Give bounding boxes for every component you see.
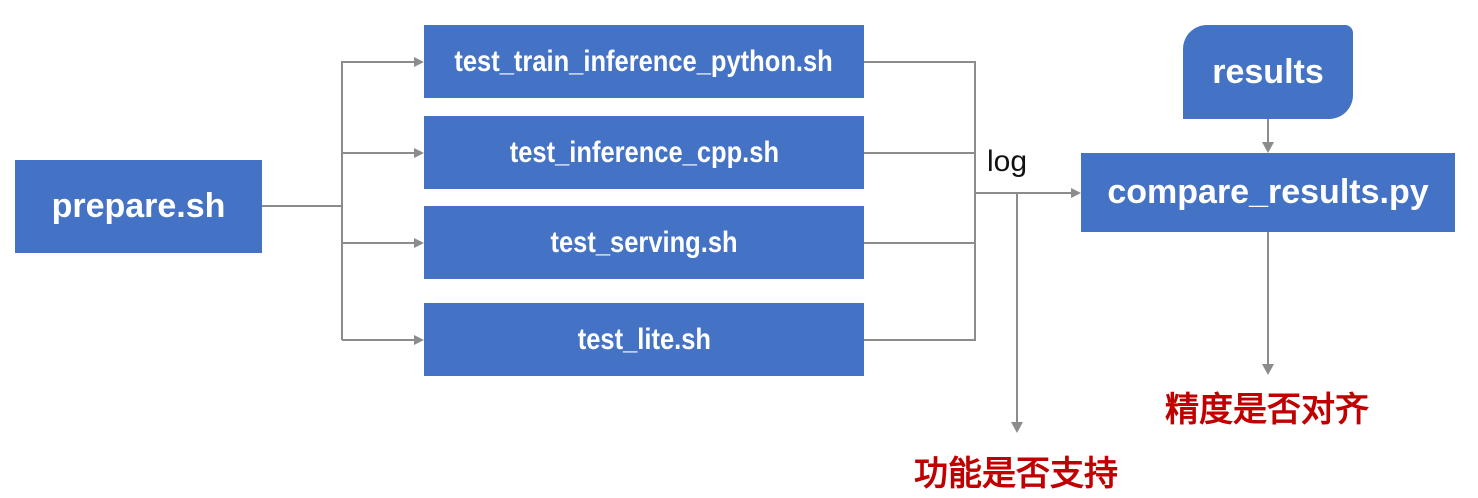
edge-label-log: log <box>987 145 1028 178</box>
node-test-lite-label: test_lite.sh <box>577 322 711 356</box>
arrowhead-down-icon <box>1011 422 1023 433</box>
connector-compare-to-precision <box>1267 232 1269 365</box>
arrowhead-right-icon <box>414 238 424 248</box>
connector-bus-right <box>974 61 976 341</box>
connector-results-to-compare <box>1267 119 1269 143</box>
arrowhead-right-icon <box>1071 188 1081 198</box>
arrowhead-right-icon <box>414 335 424 345</box>
connector-log-to-compare <box>974 192 1071 194</box>
node-test-lite: test_lite.sh <box>424 303 864 376</box>
node-test-serving-label: test_serving.sh <box>550 225 738 259</box>
outcome-precision-aligned: 精度是否对齐 <box>1165 391 1369 429</box>
node-results: results <box>1183 25 1353 119</box>
connector-test2-to-bus <box>864 152 976 154</box>
node-prepare-sh-label: prepare.sh <box>51 187 226 225</box>
node-test-train-inference-python: test_train_inference_python.sh <box>424 25 864 98</box>
connector-test4-to-bus <box>864 339 976 341</box>
node-results-label: results <box>1212 52 1324 91</box>
node-test-serving: test_serving.sh <box>424 206 864 279</box>
node-prepare-sh: prepare.sh <box>15 160 262 253</box>
connector-branch-test4 <box>342 339 414 341</box>
node-test-train-inference-python-label: test_train_inference_python.sh <box>454 44 834 78</box>
outcome-function-support: 功能是否支持 <box>914 455 1118 493</box>
connector-branch-test1 <box>342 61 414 63</box>
arrowhead-right-icon <box>414 148 424 158</box>
arrowhead-down-icon <box>1262 364 1274 375</box>
connector-branch-test2 <box>342 152 414 154</box>
connector-log-to-function-support <box>1016 193 1018 422</box>
node-test-inference-cpp: test_inference_cpp.sh <box>424 116 864 189</box>
arrowhead-down-icon <box>1262 142 1274 153</box>
connector-test1-to-bus <box>864 61 976 63</box>
connector-test3-to-bus <box>864 242 976 244</box>
arrowhead-right-icon <box>414 57 424 67</box>
connector-branch-bus-left <box>341 61 343 340</box>
node-compare-results-py-label: compare_results.py <box>1107 173 1429 211</box>
node-test-inference-cpp-label: test_inference_cpp.sh <box>509 135 779 169</box>
node-compare-results-py: compare_results.py <box>1081 153 1455 232</box>
connector-branch-test3 <box>342 242 414 244</box>
connector-prepare-to-branch <box>262 205 342 207</box>
